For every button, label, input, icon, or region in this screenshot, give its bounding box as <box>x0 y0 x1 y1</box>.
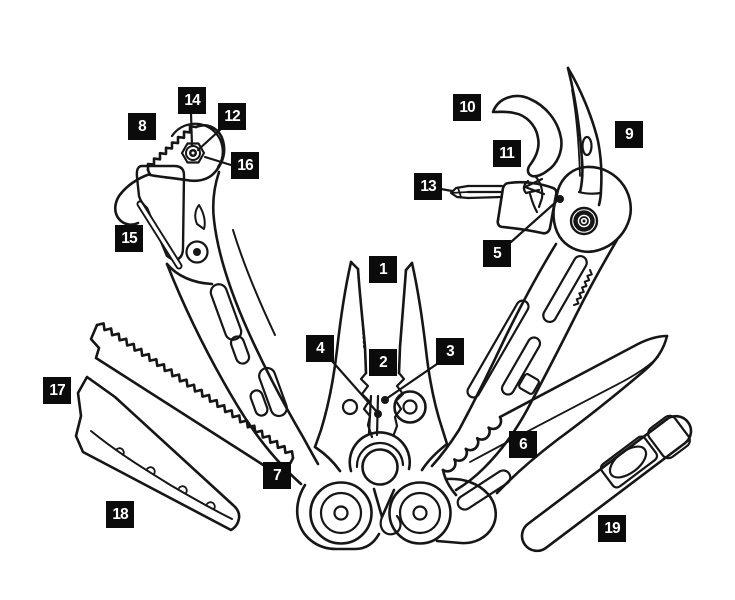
awl-notch <box>194 204 206 230</box>
pivot-bolt-left <box>295 481 381 551</box>
leader-line-14 <box>189 111 194 148</box>
knife-blade <box>566 66 603 207</box>
lock-button <box>518 373 540 395</box>
leader-lines <box>189 111 564 418</box>
bit-driver <box>449 180 558 235</box>
pliers-head <box>313 260 449 536</box>
handle-boss <box>552 165 633 254</box>
thumb-hole <box>581 135 593 157</box>
pivot-bolt-right <box>388 469 512 545</box>
leader-line-16 <box>203 155 233 167</box>
jaw-bolt <box>393 390 427 424</box>
combo-blade <box>441 334 669 497</box>
hammer-head <box>146 122 226 183</box>
leader-line-3 <box>384 362 439 401</box>
gate-pivot-bolt <box>185 240 209 264</box>
jaw-small-hole <box>341 398 359 416</box>
leader-dot-5 <box>556 195 564 203</box>
leader-line-5 <box>509 200 558 244</box>
leader-dot-4 <box>374 410 382 418</box>
left-jaw <box>313 260 374 449</box>
leader-line-12 <box>196 127 223 152</box>
right-handle <box>430 165 633 492</box>
leader-line-13 <box>439 187 454 193</box>
sharpener-whistle <box>520 414 693 553</box>
leader-line-4 <box>330 359 379 414</box>
left-handle <box>165 170 320 486</box>
handle-slots <box>209 283 288 418</box>
handle-slots-right <box>466 254 588 399</box>
can-opener <box>491 94 563 178</box>
carabiner-clip <box>113 164 209 270</box>
handle-pivot-screw <box>569 206 599 236</box>
carabiner-gate-inner <box>138 202 181 268</box>
phillips-bit <box>449 184 504 200</box>
pliers-center-hole <box>361 448 399 486</box>
leader-dot-3 <box>381 396 389 404</box>
fire-starter-rod <box>74 375 241 532</box>
